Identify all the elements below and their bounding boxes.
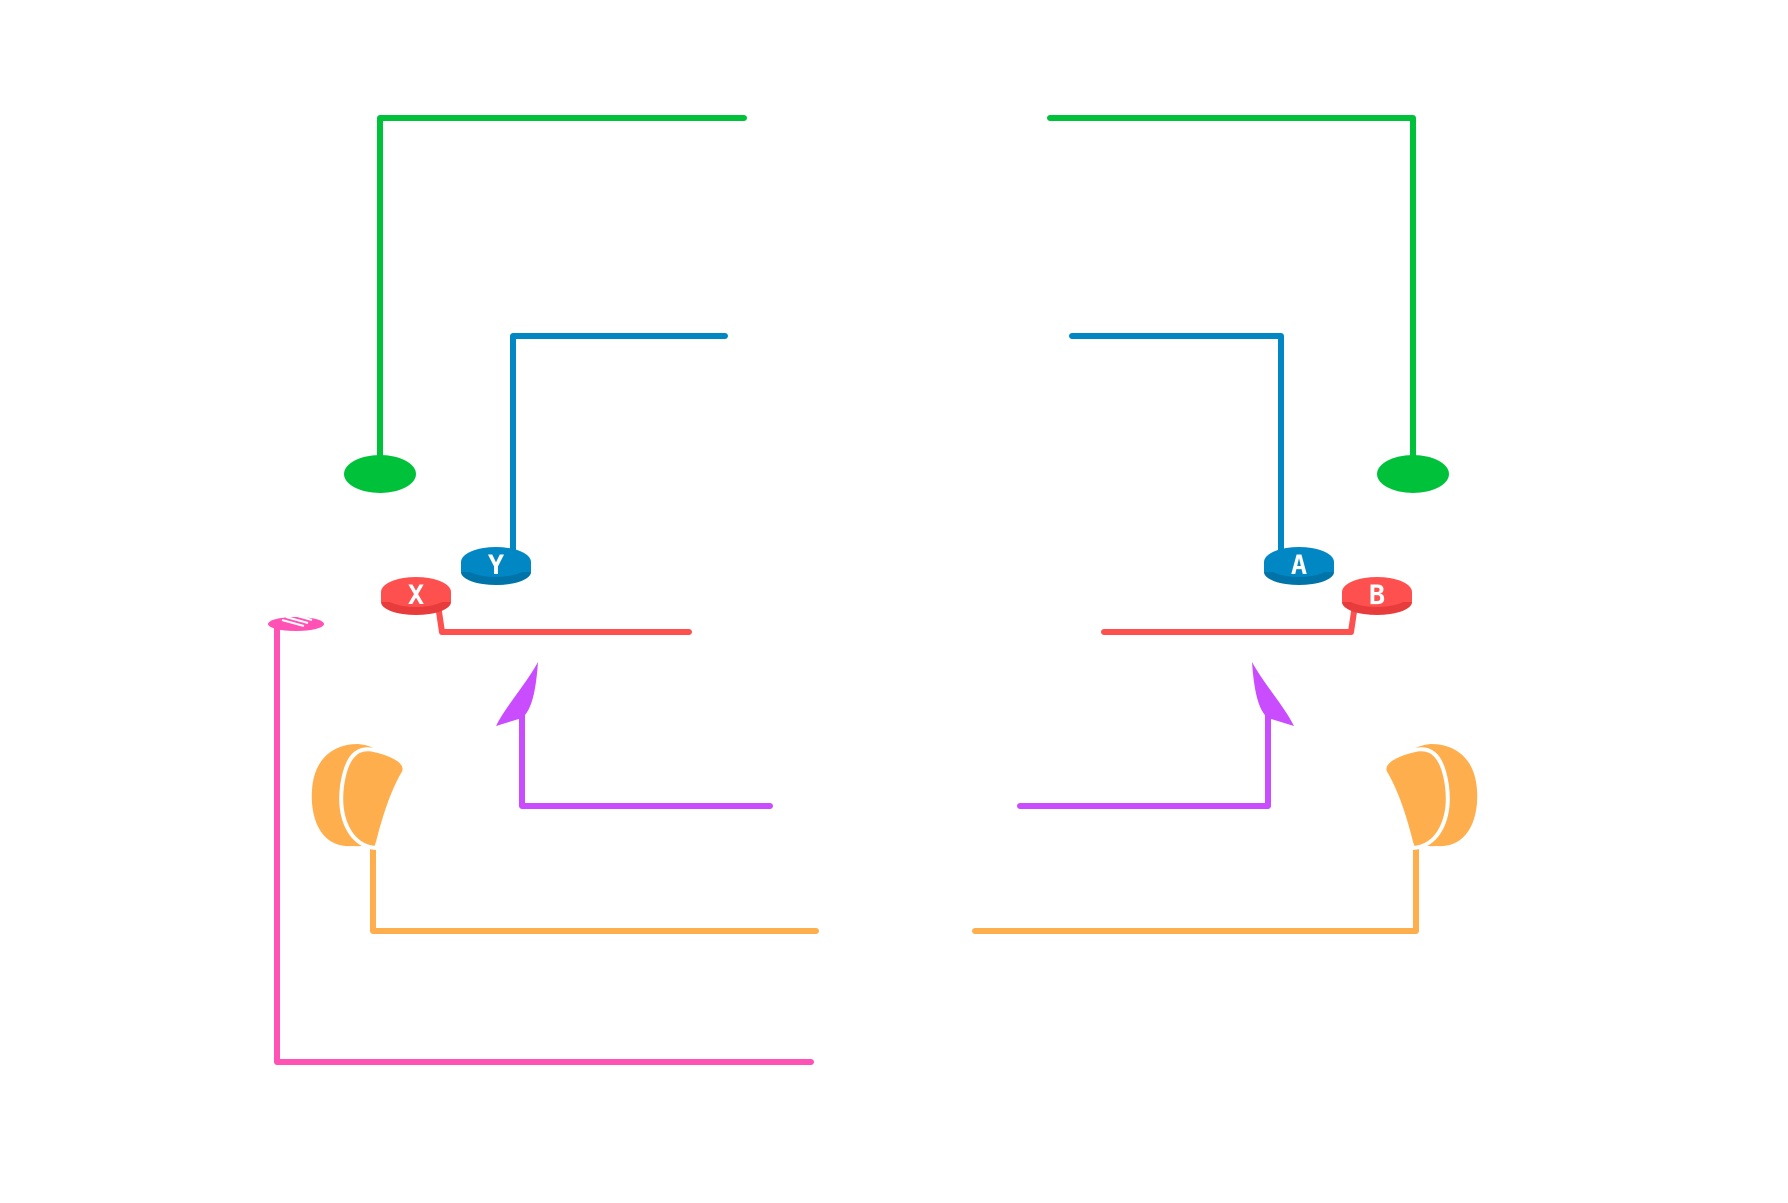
- left-trigger-callout: [311, 744, 819, 934]
- menu-button-icon: [268, 613, 324, 631]
- right-stick-leader-line: [1017, 709, 1271, 809]
- left-stick-arrow-icon: [496, 662, 538, 726]
- y-button-leader-line: [510, 333, 728, 555]
- right-stick-arrow-icon: [1252, 662, 1294, 726]
- a-button-callout: A: [1069, 333, 1334, 585]
- left-bumper-leader-line: [377, 115, 747, 465]
- a-button-letter: A: [1291, 550, 1307, 581]
- left-bumper-icon: [344, 455, 416, 493]
- right-bumper-leader-line: [1047, 115, 1416, 465]
- left-trigger-icon: [311, 744, 407, 851]
- b-button-icon: B: [1342, 577, 1412, 615]
- left-stick-leader-line: [519, 709, 773, 809]
- y-button-icon: Y: [461, 547, 531, 585]
- right-bumper-icon: [1377, 455, 1449, 493]
- b-button-leader-line: [1101, 602, 1358, 635]
- y-button-callout: Y: [461, 333, 728, 585]
- right-bumper-callout: [1047, 115, 1449, 493]
- right-trigger-icon: [1382, 744, 1478, 851]
- b-button-callout: B: [1101, 577, 1412, 635]
- left-stick-callout: [496, 662, 773, 809]
- left-bumper-callout: [344, 115, 747, 493]
- x-button-callout: X: [381, 577, 692, 635]
- left-trigger-leader-line: [370, 843, 819, 934]
- right-stick-callout: [1017, 662, 1294, 809]
- right-trigger-callout: [972, 744, 1478, 934]
- a-button-leader-line: [1069, 333, 1284, 555]
- x-button-icon: X: [381, 577, 451, 615]
- x-button-leader-line: [435, 602, 692, 635]
- x-button-letter: X: [408, 580, 424, 611]
- b-button-letter: B: [1369, 580, 1385, 611]
- y-button-letter: Y: [488, 550, 505, 581]
- right-trigger-leader-line: [972, 843, 1419, 934]
- menu-button-leader-line: [274, 623, 814, 1065]
- a-button-icon: A: [1264, 547, 1334, 585]
- menu-button-callout: [268, 613, 814, 1065]
